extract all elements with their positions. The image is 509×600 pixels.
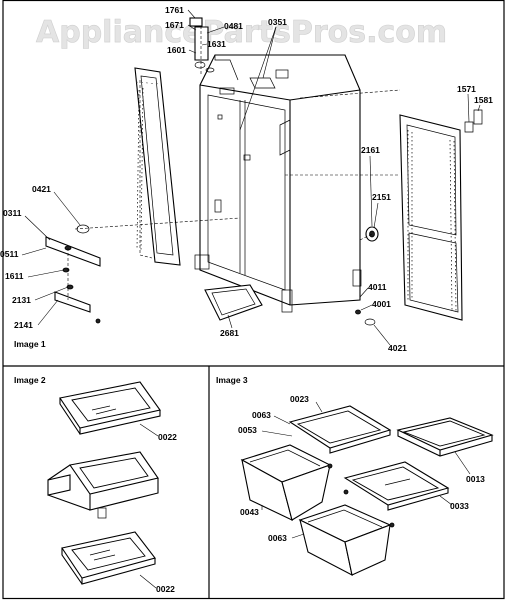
crisper-drawer-right [298, 504, 395, 577]
part-label: 1761 [165, 5, 184, 15]
image1-panel: Image 1 1761 1671 0481 0351 1631 1601 15… [0, 5, 493, 353]
screw [355, 309, 361, 315]
crisper-drawer-left [240, 444, 333, 522]
left-door [134, 67, 181, 266]
slide-shelf [47, 451, 159, 519]
part-label: 0311 [3, 208, 22, 218]
image3-title: Image 3 [216, 375, 248, 385]
part-label: 2681 [220, 328, 239, 338]
right-door [399, 109, 483, 321]
part-label: 2161 [361, 145, 380, 155]
crisper-cover [288, 405, 392, 454]
part-label: 0421 [32, 184, 51, 194]
bottom-cover [204, 284, 263, 321]
crisper-cover-lower [343, 461, 450, 511]
image3-panel: Image 3 0023 0063 0053 0043 [216, 375, 494, 577]
image2-title: Image 2 [14, 375, 46, 385]
part-label: 2141 [14, 320, 33, 330]
part-label: 1601 [167, 45, 186, 55]
part-label: 1581 [474, 95, 493, 105]
part-label: 0511 [0, 249, 19, 259]
part-label: 0022 [158, 432, 177, 442]
part-label: 1671 [165, 20, 184, 30]
cap [364, 318, 376, 326]
part-label: 1571 [457, 84, 476, 94]
part-label: 0023 [290, 394, 309, 404]
part-label: 4011 [368, 282, 387, 292]
part-label: 0063 [268, 533, 287, 543]
part-label: 4001 [372, 299, 391, 309]
cabinet-body [194, 54, 362, 313]
top-hinge-parts [189, 17, 215, 75]
part-label: 0481 [224, 21, 243, 31]
part-label: 2151 [372, 192, 391, 202]
part-label: 1631 [207, 39, 226, 49]
bottom-hinge-assembly [45, 217, 241, 324]
part-label: 4021 [388, 343, 407, 353]
glass-shelf-2 [61, 531, 156, 585]
image2-panel: Image 2 0022 [14, 375, 177, 594]
part-label: 0013 [466, 474, 485, 484]
part-label: 0063 [252, 410, 271, 420]
part-label: 0043 [240, 507, 259, 517]
part-label: 2131 [12, 295, 31, 305]
glass-shelf-1 [59, 381, 161, 435]
part-label: 0351 [268, 17, 287, 27]
glass-shelf-right [396, 417, 494, 457]
image1-title: Image 1 [14, 339, 46, 349]
part-label: 0053 [238, 425, 257, 435]
part-label: 1611 [5, 271, 24, 281]
watermark-text: AppliancePartsPros.com [36, 15, 447, 50]
part-label: 0033 [450, 501, 469, 511]
part-label: 0022 [156, 584, 175, 594]
